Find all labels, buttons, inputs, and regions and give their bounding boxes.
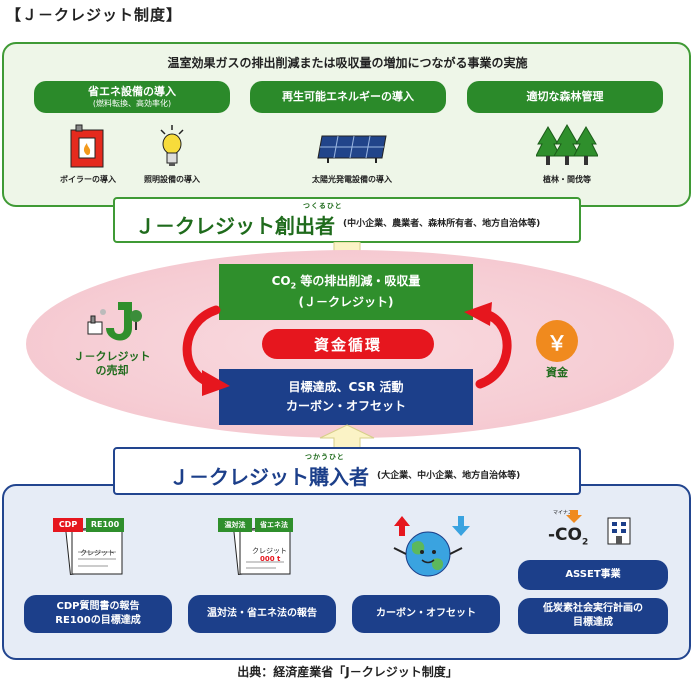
credit-co: CO: [271, 273, 291, 288]
pill-cdp-re100: CDP質問書の報告 RE100の目標達成: [24, 595, 172, 633]
cdp-tag: CDP: [53, 518, 83, 532]
shoene-tag: 省エネ法: [255, 518, 293, 532]
buyer-title: Ｊ－クレジット購入者: [169, 465, 369, 489]
diagram-title: 【Ｊ－クレジット制度】: [6, 6, 183, 24]
pill-asset: ASSET事業: [518, 560, 668, 590]
credit-box-line2: (Ｊ－クレジット): [298, 295, 394, 309]
boiler-icon: [70, 124, 104, 168]
buyer-box: つかうひと Ｊ－クレジット購入者 (大企業、中小企業、地方自治体等): [113, 447, 581, 495]
pill-renewable-label: 再生可能エネルギーの導入: [282, 90, 414, 104]
buyer-ruby: つかうひと: [305, 453, 345, 461]
creator-box: つくるひと Ｊ－クレジット創出者 (中小企業、農業者、森林所有者、地方自治体等): [113, 197, 581, 243]
pill-energy-saving-sub: (燃料転換、高効率化): [92, 98, 172, 108]
caption-forest: 植林・間伐等: [543, 175, 591, 184]
project-panel: [2, 42, 691, 207]
credit-sale-line1: Ｊ－クレジット: [73, 350, 151, 363]
ontaiho-tag: 温対法: [218, 518, 252, 532]
pill-cdp-line1: CDP質問書の報告: [56, 601, 140, 612]
solar-panel-icon: [317, 135, 387, 163]
creator-title: Ｊ－クレジット創出者: [135, 214, 335, 238]
project-heading: 温室効果ガスの排出削減または吸収量の増加につながる事業の実施: [167, 56, 528, 70]
doc2-paper-label: クレジット: [252, 547, 287, 555]
doc2-amount: 000 t: [260, 555, 281, 563]
source-note: 出典：経済産業省「J－クレジット制度」: [237, 665, 458, 679]
credit-co-sub: 2: [290, 281, 297, 291]
pill-cdp-line2: RE100の目標達成: [55, 615, 141, 626]
creator-ruby: つくるひと: [303, 202, 343, 210]
pill-renewable: 再生可能エネルギーの導入: [250, 81, 446, 113]
doc1-paper-label: クレジット: [80, 549, 115, 557]
trees-icon: [536, 124, 598, 165]
co2-minus-text: -CO2: [548, 525, 588, 547]
credit-sale-label: Ｊ－クレジット の売却: [52, 350, 172, 379]
credit-rest: 等の排出削減・吸収量: [296, 273, 421, 288]
pill-energy-saving-label: 省エネ設備の導入: [88, 85, 176, 99]
buyer-sub: (大企業、中小企業、地方自治体等): [377, 471, 521, 481]
pill-forest-label: 適切な森林管理: [526, 90, 604, 104]
pill-low-carbon-line2: 目標達成: [573, 617, 613, 628]
goal-box-line1: 目標達成、CSR 活動: [288, 379, 404, 394]
re100-tag: RE100: [86, 518, 124, 532]
caption-boiler: ボイラーの導入: [60, 175, 116, 184]
co2-sub: 2: [581, 537, 589, 548]
goal-box: 目標達成、CSR 活動 カーボン・オフセット: [219, 369, 473, 425]
pill-forest: 適切な森林管理: [467, 81, 663, 113]
earth-offset-icon: [393, 516, 470, 577]
pill-low-carbon: 低炭素社会実行計画の 目標達成: [518, 598, 668, 634]
right-curved-arrow-icon: [464, 302, 512, 389]
creator-sub: (中小企業、農業者、森林所有者、地方自治体等): [343, 219, 541, 229]
caption-solar: 太陽光発電設備の導入: [312, 175, 392, 184]
down-orange-arrow-icon: [566, 510, 582, 523]
co2-text: -CO: [548, 525, 582, 545]
j-credit-icon: [87, 302, 142, 341]
fund-cycle-pill: 資金循環: [262, 329, 434, 359]
pill-law-report: 温対法・省エネ法の報告: [188, 595, 336, 633]
credit-box-line1: CO2 等の排出削減・吸収量: [219, 272, 473, 293]
funds-label: 資金: [546, 366, 568, 379]
pill-energy-saving: 省エネ設備の導入 (燃料転換、高効率化): [34, 81, 230, 113]
pill-low-carbon-line1: 低炭素社会実行計画の: [543, 603, 643, 614]
caption-lighting: 照明設備の導入: [144, 175, 200, 184]
credit-sale-line2: の売却: [95, 364, 129, 378]
goal-box-line2: カーボン・オフセット: [285, 399, 406, 413]
co2-small-label: マイナス: [553, 510, 573, 516]
credit-box: CO2 等の排出削減・吸収量 (Ｊ－クレジット): [219, 264, 473, 320]
building-icon: [607, 517, 631, 545]
left-curved-arrow-icon: [182, 305, 230, 396]
lightbulb-icon: [160, 125, 184, 166]
law-report-icon: [233, 524, 291, 576]
yen-icon: ￥: [536, 320, 578, 362]
pill-carbon-offset: カーボン・オフセット: [352, 595, 500, 633]
